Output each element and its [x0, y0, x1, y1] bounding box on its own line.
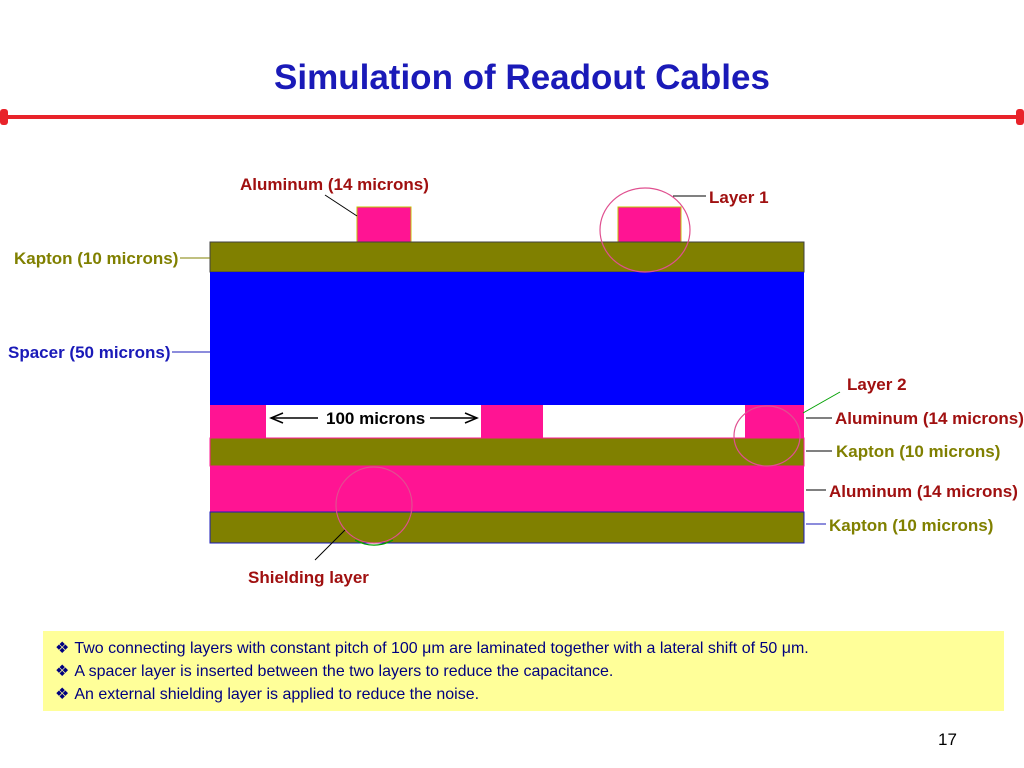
diamond-bullet-icon: ❖ — [55, 686, 70, 703]
note-item: ❖Two connecting layers with constant pit… — [55, 637, 996, 660]
label-kapton-right-bottom: Kapton (10 microns) — [829, 516, 993, 535]
label-aluminum-top: Aluminum (14 microns) — [240, 175, 429, 194]
title-divider — [6, 115, 1018, 119]
label-layer2: Layer 2 — [847, 375, 907, 394]
kapton-middle-layer — [209, 437, 805, 467]
layer1-aluminum-strip-left — [356, 206, 412, 243]
layer2-aluminum-strip-right — [745, 405, 804, 438]
layer2-aluminum-strip-middle — [481, 405, 543, 438]
label-kapton-top: Kapton (10 microns) — [14, 249, 178, 268]
label-kapton-right-mid: Kapton (10 microns) — [836, 442, 1000, 461]
label-spacer: Spacer (50 microns) — [8, 343, 171, 362]
layer2-highlight-circle — [733, 405, 801, 467]
note-item: ❖A spacer layer is inserted between the … — [55, 660, 996, 683]
kapton-top-layer — [209, 241, 805, 273]
note-text: Two connecting layers with constant pitc… — [74, 640, 809, 657]
shielding-aluminum-layer — [210, 466, 804, 512]
kapton-bottom-layer — [209, 511, 805, 544]
layer1-highlight-circle — [599, 187, 691, 273]
layer1-aluminum-strip-right — [617, 206, 682, 243]
leader-layer2 — [802, 391, 841, 414]
notes-box: ❖Two connecting layers with constant pit… — [43, 631, 1004, 711]
diamond-bullet-icon: ❖ — [55, 663, 70, 680]
label-layer1: Layer 1 — [709, 188, 769, 207]
pitch-dimension-arrow — [269, 412, 479, 424]
leader-aluminum-top — [324, 194, 358, 217]
label-aluminum-right: Aluminum (14 microns) — [835, 409, 1024, 428]
divider-end-left — [0, 109, 8, 125]
layer2-aluminum-strip-left — [210, 405, 266, 438]
divider-end-right — [1016, 109, 1024, 125]
note-text: A spacer layer is inserted between the t… — [74, 663, 614, 680]
leader-shielding — [314, 529, 346, 561]
note-item: ❖An external shielding layer is applied … — [55, 683, 996, 706]
label-aluminum-right-bottom: Aluminum (14 microns) — [829, 482, 1018, 501]
pitch-label: 100 microns — [326, 409, 425, 428]
label-shielding: Shielding layer — [248, 568, 369, 587]
page-number: 17 — [938, 730, 957, 749]
slide-title: Simulation of Readout Cables — [274, 58, 770, 97]
shielding-circle-accent — [354, 539, 394, 546]
spacer-layer — [210, 272, 804, 405]
note-text: An external shielding layer is applied t… — [74, 686, 480, 703]
diamond-bullet-icon: ❖ — [55, 640, 70, 657]
shielding-highlight-circle — [335, 466, 413, 544]
